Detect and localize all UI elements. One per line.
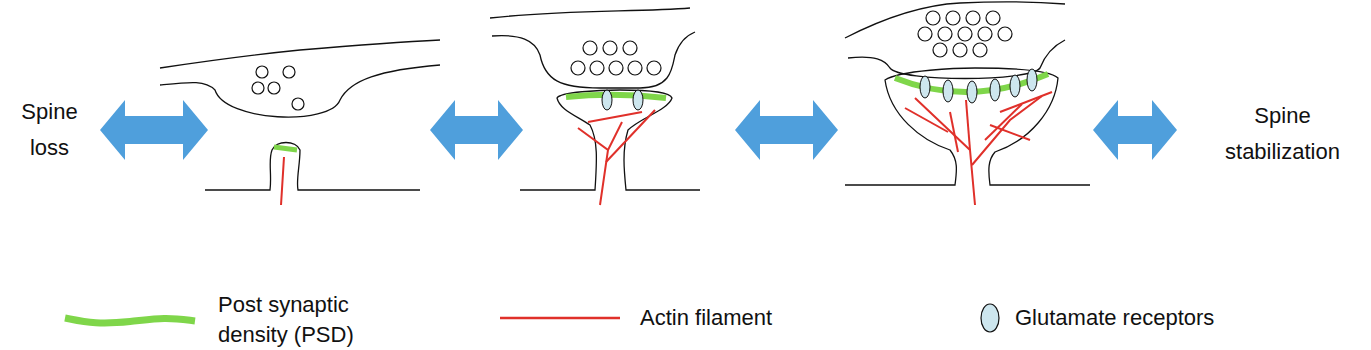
double-arrow (100, 100, 208, 160)
vesicles (252, 66, 304, 110)
double-arrow (735, 100, 838, 160)
actin-filaments (905, 92, 1052, 205)
legend-label: Post synaptic density (PSD) (218, 290, 383, 350)
legend-label: Glutamate receptors (1015, 303, 1214, 333)
vesicles (918, 11, 1012, 57)
receptor-sample (981, 304, 999, 332)
psd (566, 95, 666, 98)
legend-label: Actin filament (640, 303, 772, 333)
large-spine (845, 2, 1090, 185)
actin-sample (500, 317, 620, 320)
glutamate-receptors (602, 90, 643, 110)
double-arrow (430, 100, 523, 160)
vesicles (571, 41, 661, 75)
double-arrow (1093, 100, 1177, 160)
small-spine (160, 40, 440, 190)
psd-sample (65, 318, 195, 323)
side-label: Spine stabilization (1200, 98, 1365, 170)
legend-sample (65, 318, 195, 323)
legend-sample (981, 304, 999, 332)
side-label: Spine loss (2, 94, 97, 166)
medium-spine (490, 8, 700, 190)
legend-sample (500, 318, 620, 319)
psd (274, 147, 297, 150)
actin-filaments (578, 110, 655, 205)
glutamate-receptors (920, 69, 1037, 103)
actin-filament (281, 157, 284, 205)
